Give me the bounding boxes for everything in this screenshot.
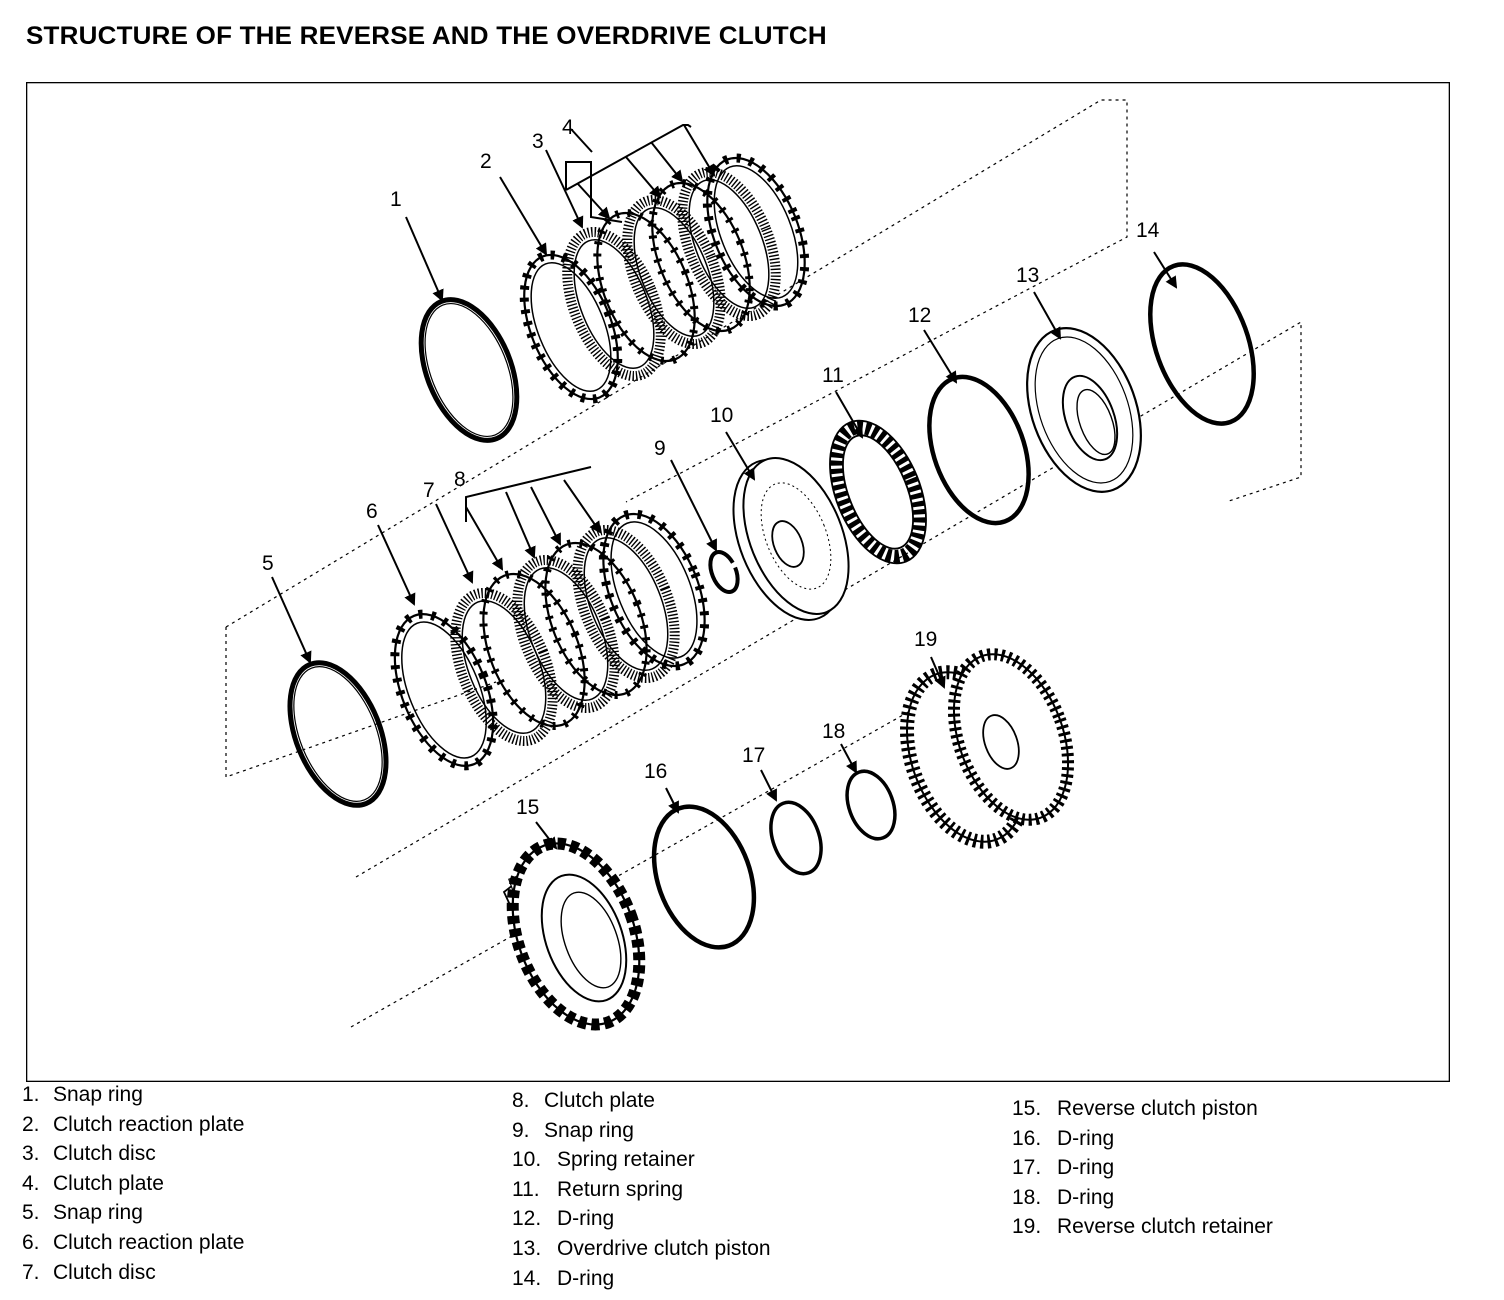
- part-13-overdrive-clutch-piston: [1026, 327, 1142, 493]
- part-18-d-ring: [845, 769, 897, 841]
- callout-4: 4: [562, 116, 574, 139]
- callout-1: 1: [390, 188, 402, 211]
- callout-11: 11: [822, 364, 844, 387]
- legend-label: Overdrive clutch piston: [557, 1236, 771, 1260]
- legend-item: 12.D-ring: [512, 1207, 615, 1231]
- legend-label: Spring retainer: [557, 1148, 695, 1172]
- callout-13: 13: [1016, 264, 1039, 287]
- part-6-clutch-reaction-plate: [390, 609, 498, 771]
- legend-item: 16.D-ring: [1012, 1126, 1115, 1150]
- callout-19: 19: [914, 628, 937, 651]
- legend-label: Clutch reaction plate: [53, 1112, 245, 1136]
- callout-17: 17: [742, 744, 765, 767]
- legend-label: Snap ring: [53, 1083, 143, 1106]
- callout-2: 2: [480, 150, 492, 173]
- legend-column-1: 1.Snap ring 2.Clutch reaction plate 3.Cl…: [22, 1080, 244, 1287]
- legend-label: D-ring: [1057, 1156, 1115, 1180]
- page-title: STRUCTURE OF THE REVERSE AND THE OVERDRI…: [26, 22, 827, 50]
- legend-item: 14.D-ring: [512, 1266, 615, 1290]
- callout-14: 14: [1136, 219, 1160, 242]
- callout-3: 3: [532, 130, 544, 153]
- legend-item: 7.Clutch disc: [22, 1260, 156, 1284]
- legend-label: D-ring: [557, 1266, 615, 1290]
- callout-16: 16: [644, 760, 667, 783]
- legend-label: Return spring: [557, 1177, 684, 1201]
- legend-label: Snap ring: [544, 1118, 634, 1142]
- callout-labels: 1 2 3 4 5 6 7 8 9 10 11 12 13 14 15 16 1…: [262, 116, 1160, 819]
- legend-label: Clutch plate: [544, 1089, 655, 1112]
- legend-item: 3.Clutch disc: [22, 1142, 156, 1166]
- callout-15: 15: [516, 796, 539, 819]
- part-5-snap-ring: [287, 660, 389, 808]
- callout-18: 18: [822, 720, 845, 743]
- legend-item: 19.Reverse clutch retainer: [1012, 1215, 1273, 1239]
- legend-label: D-ring: [557, 1207, 615, 1231]
- callout-5: 5: [262, 552, 274, 575]
- callout-12: 12: [908, 304, 931, 327]
- callout-7: 7: [423, 479, 435, 502]
- legend-item: 17.D-ring: [1012, 1156, 1115, 1180]
- part-2-clutch-reaction-plate: [519, 250, 623, 404]
- legend-item: 13.Overdrive clutch piston: [512, 1236, 771, 1260]
- part-16-d-ring: [651, 804, 757, 950]
- part-7-8-lower-clutch-pack: [450, 509, 710, 747]
- legend-item: 11.Return spring: [512, 1177, 684, 1201]
- legend-label: Clutch reaction plate: [53, 1230, 245, 1254]
- part-17-d-ring: [769, 800, 823, 876]
- callout-8: 8: [454, 468, 466, 491]
- part-9-snap-ring: [708, 550, 740, 594]
- legend-label: Reverse clutch retainer: [1057, 1215, 1273, 1239]
- legend-item: 18.D-ring: [1012, 1185, 1115, 1209]
- callout-10: 10: [710, 404, 733, 427]
- legend-item: 2.Clutch reaction plate: [22, 1112, 245, 1136]
- part-19-reverse-clutch-retainer: [900, 648, 1075, 849]
- diagram-frame: [26, 82, 1450, 1082]
- legend-label: Clutch disc: [53, 1260, 156, 1284]
- legend-label: Clutch disc: [53, 1142, 156, 1166]
- legend-item: 6.Clutch reaction plate: [22, 1230, 245, 1254]
- legend-label: Reverse clutch piston: [1057, 1097, 1258, 1120]
- legend-column-2: 8.Clutch plate 9.Snap ring 10.Spring ret…: [512, 1086, 771, 1293]
- legend-item: 8.Clutch plate: [512, 1089, 655, 1112]
- legend-label: Clutch plate: [53, 1171, 164, 1195]
- legend-item: 5.Snap ring: [22, 1201, 143, 1225]
- part-3-4-upper-clutch-pack: [562, 153, 810, 382]
- legend-label: Snap ring: [53, 1201, 143, 1225]
- callout-6: 6: [366, 500, 378, 523]
- part-15-reverse-clutch-piston: [502, 837, 646, 1031]
- part-1-snap-ring: [418, 297, 520, 443]
- exploded-diagram: 1 2 3 4 5 6 7 8 9 10 11 12 13 14 15 16 1…: [26, 82, 1450, 1082]
- legend-item: 9.Snap ring: [512, 1118, 634, 1142]
- part-10-spring-retainer: [732, 457, 850, 621]
- legend-column-3: 15.Reverse clutch piston 16.D-ring 17.D-…: [1012, 1094, 1273, 1242]
- legend-item: 4.Clutch plate: [22, 1171, 164, 1195]
- part-14-d-ring: [1148, 262, 1256, 426]
- legend-label: D-ring: [1057, 1126, 1115, 1150]
- leader-arrows: [271, 124, 1178, 850]
- legend-label: D-ring: [1057, 1185, 1115, 1209]
- callout-9: 9: [654, 437, 666, 460]
- legend-item: 1.Snap ring: [22, 1083, 143, 1106]
- legend-item: 10.Spring retainer: [512, 1148, 695, 1172]
- legend-item: 15.Reverse clutch piston: [1012, 1097, 1258, 1120]
